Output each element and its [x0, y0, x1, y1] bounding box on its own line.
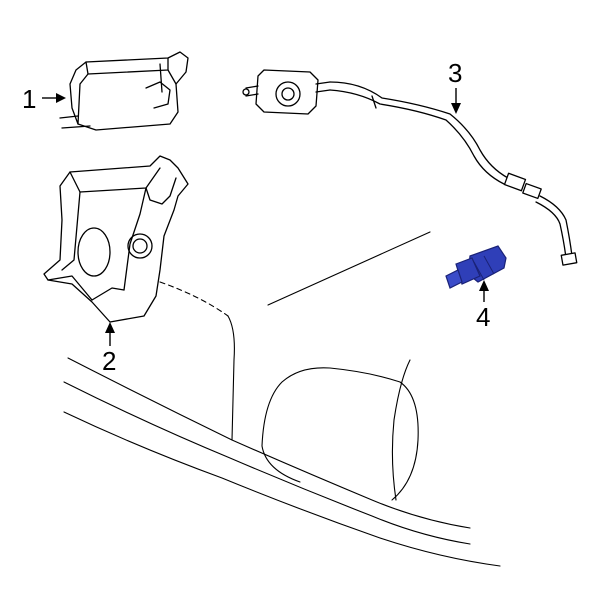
part-4-switch	[445, 245, 507, 289]
callout-3: 3	[448, 58, 462, 114]
part-3-cable	[242, 69, 578, 266]
part-1-module	[59, 51, 189, 131]
callout-2-number: 2	[102, 346, 116, 376]
part-4-tip	[445, 269, 463, 289]
callout-1: 1	[22, 84, 66, 114]
callout-4-number: 4	[476, 302, 490, 332]
callout-1-number: 1	[22, 84, 36, 114]
part-2-bracket	[43, 155, 189, 323]
callout-4: 4	[476, 280, 490, 332]
callout-2: 2	[102, 322, 116, 376]
vehicle-body-outline	[63, 231, 501, 567]
callout-3-number: 3	[448, 58, 462, 88]
